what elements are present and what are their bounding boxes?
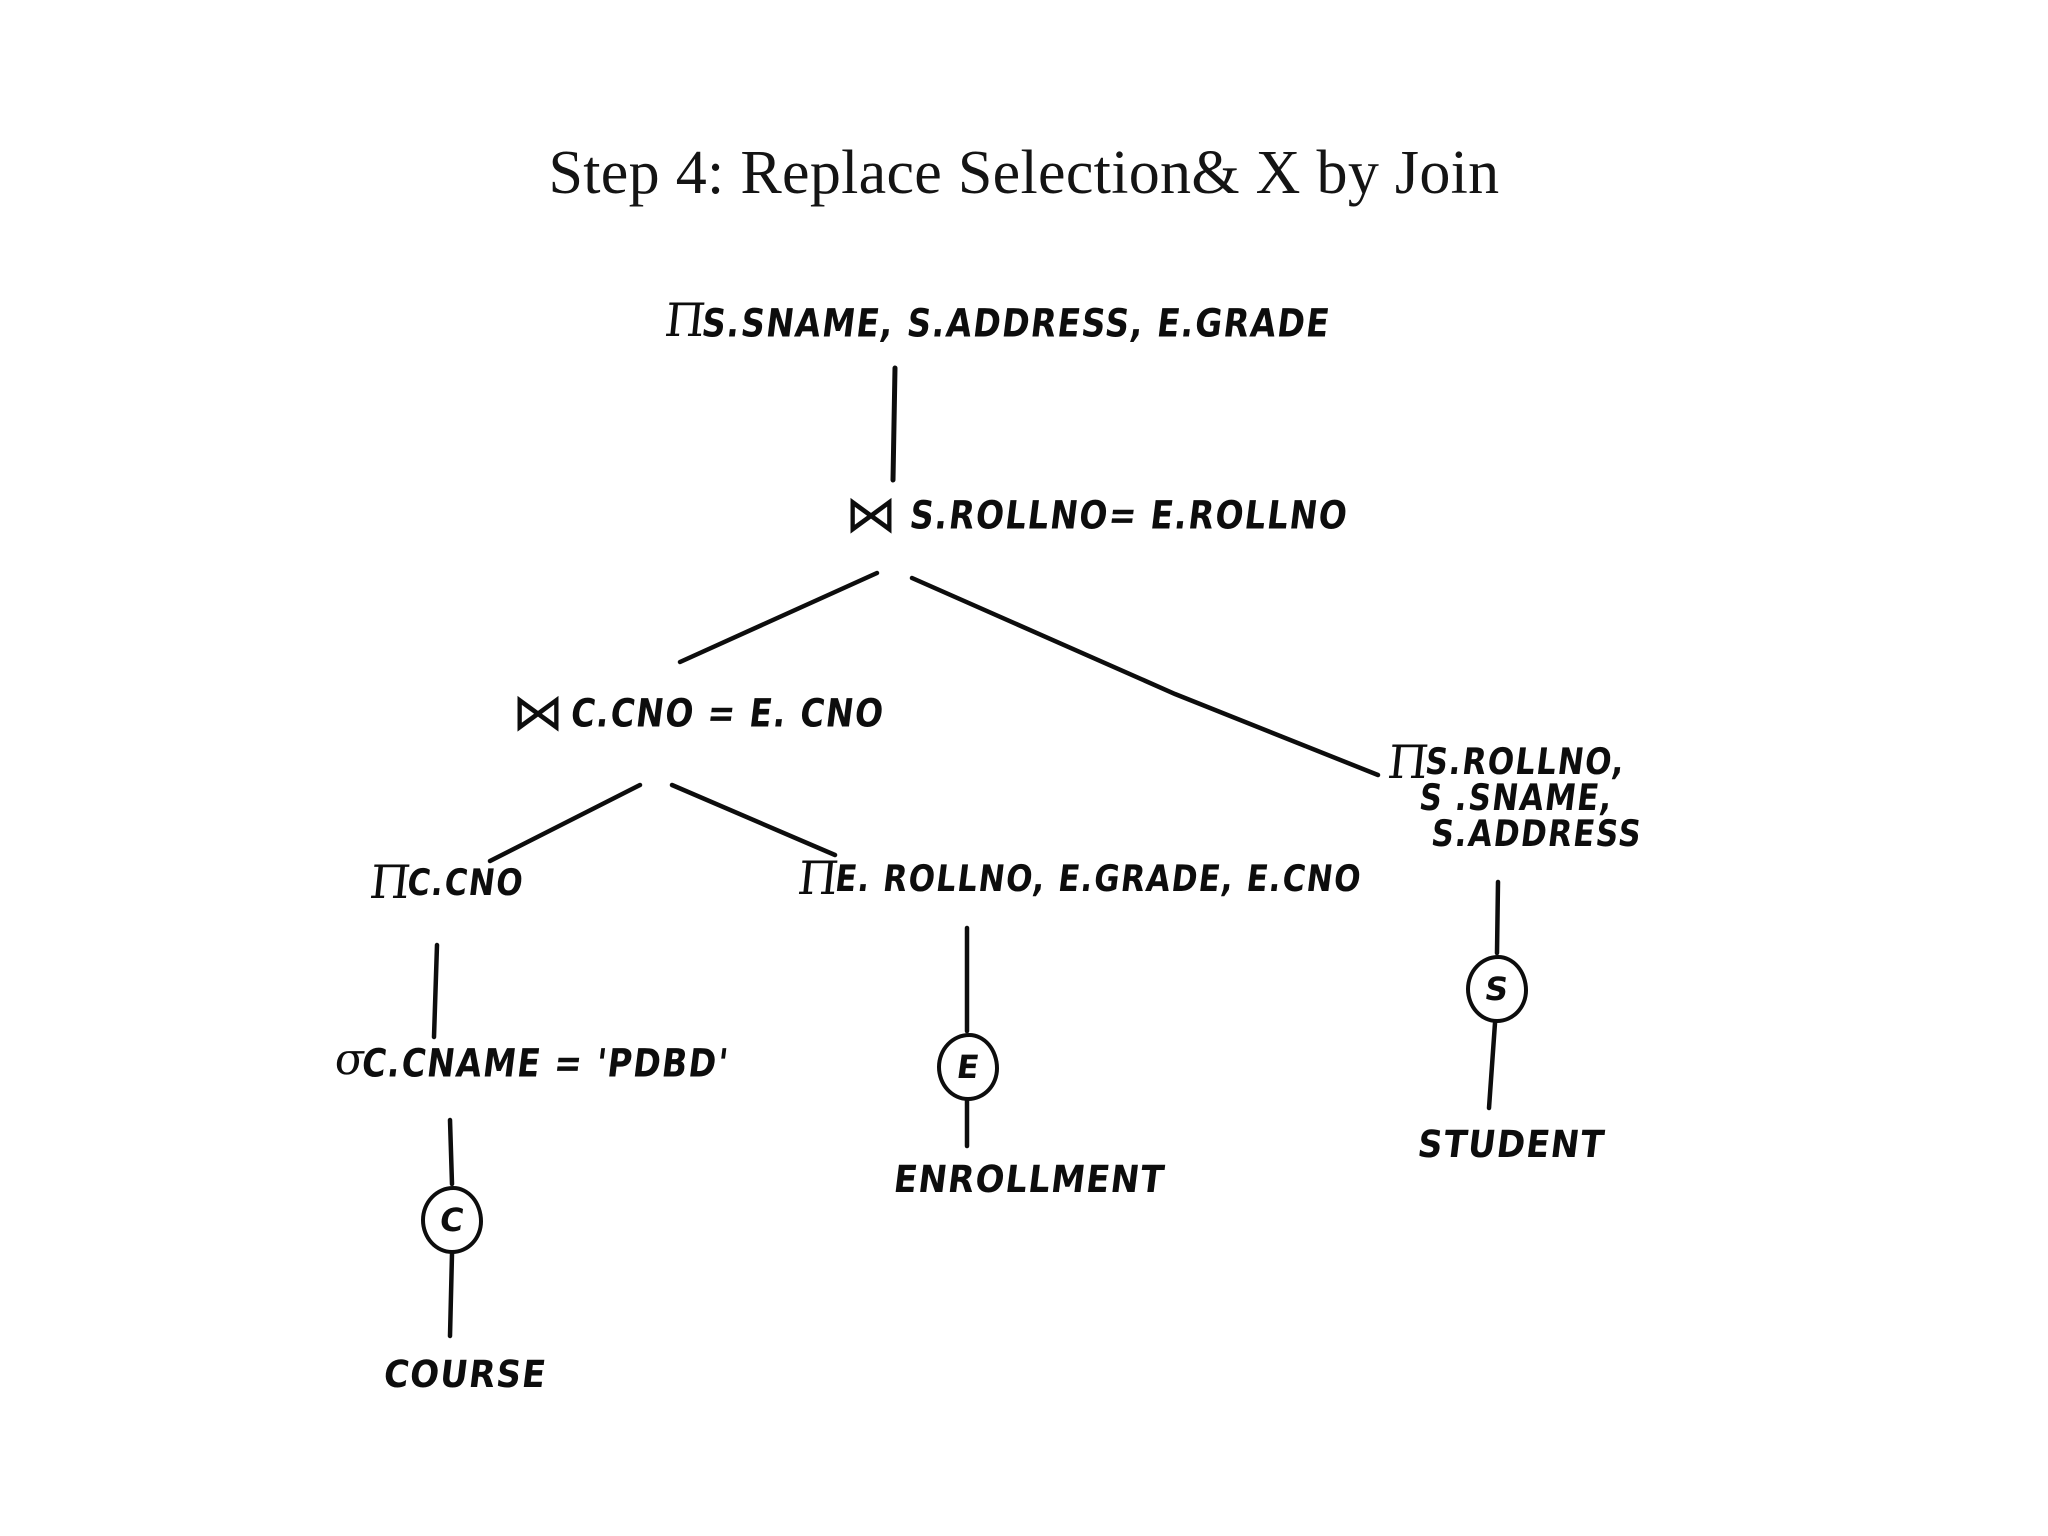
join-top-condition: S.ROLLNO= E.ROLLNO — [907, 492, 1352, 539]
relation-alias-label: C — [437, 1201, 467, 1239]
edge-proj-student-to-relation-s — [1494, 879, 1501, 956]
relation-alias-label: E — [954, 1048, 982, 1086]
selection-condition: C.CNAME = 'PDBD' — [359, 1040, 732, 1087]
node-projection-enrollment: ΠE. ROLLNO, E.GRADE, E.CNO — [795, 851, 1365, 905]
relation-alias-circle-e: E — [937, 1033, 999, 1101]
relation-alias-circle-c: C — [421, 1186, 483, 1254]
edge-root-to-join-top — [890, 365, 898, 483]
edge-join-mid-to-proj-enrollment — [669, 782, 838, 858]
edge-relation-s-to-student — [1486, 1020, 1498, 1111]
relation-alias-circle-s: S — [1466, 955, 1528, 1023]
edge-proj-course-to-selection — [431, 942, 440, 1040]
join-mid-condition: C.CNO = E. CNO — [568, 690, 888, 737]
projection-student-attributes: S.ROLLNO, S .SNAME, S.ADDRESS — [1417, 741, 1645, 855]
edge-join-top-to-join-mid — [677, 570, 880, 665]
node-projection-student: Π S.ROLLNO, S .SNAME, S.ADDRESS — [1385, 735, 1645, 855]
edge-join-mid-to-proj-course — [487, 782, 643, 864]
page-title: Step 4: Replace Selection& X by Join — [548, 139, 1500, 207]
edge-relation-c-to-course — [447, 1251, 455, 1339]
leaf-relation-course: COURSE — [381, 1353, 550, 1397]
edge-join-top-to-proj-student — [909, 575, 1381, 778]
projection-student-line-3: S.ADDRESS — [1429, 812, 1645, 856]
leaf-relation-student: STUDENT — [1415, 1123, 1608, 1167]
node-selection-cname: σC.CNAME = 'PDBD' — [332, 1034, 732, 1086]
projection-root-attributes: S.SNAME, S.ADDRESS, E.GRADE — [699, 300, 1334, 347]
join-symbol-icon: ⋈ — [845, 485, 897, 545]
join-symbol-icon: ⋈ — [512, 683, 564, 743]
projection-enrollment-attributes: E. ROLLNO, E.GRADE, E.CNO — [832, 858, 1365, 901]
leaf-relation-enrollment: ENROLLMENT — [891, 1158, 1168, 1202]
relation-alias-label: S — [1482, 970, 1512, 1008]
node-join-mid: ⋈C.CNO = E. CNO — [512, 683, 888, 743]
node-projection-root: ΠS.SNAME, S.ADDRESS, E.GRADE — [662, 293, 1333, 347]
edge-selection-to-relation-c — [447, 1117, 455, 1187]
node-join-top: ⋈S.ROLLNO= E.ROLLNO — [845, 485, 1352, 545]
node-projection-course: ΠC.CNO — [367, 855, 527, 909]
projection-course-attributes: C.CNO — [404, 862, 527, 905]
